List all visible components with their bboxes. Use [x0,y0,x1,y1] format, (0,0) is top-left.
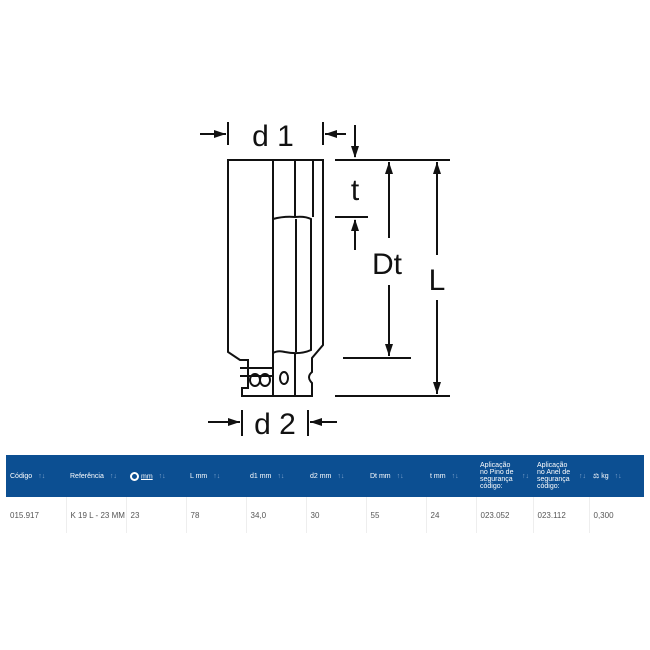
col-header-kg[interactable]: ⚖ kg↑↓ [593,472,622,480]
sort-arrows-icon[interactable]: ↑↓ [614,472,622,480]
col-header-dt[interactable]: Dt mm↑↓ [370,472,404,480]
cell-d2: 30 [306,497,367,533]
scale-icon: ⚖ [593,472,600,480]
cell-hex-mm: 23 [126,497,187,533]
col-header-d2[interactable]: d2 mm↑↓ [310,472,345,480]
cell-referencia: K 19 L - 23 MM [66,497,127,533]
col-header-d1[interactable]: d1 mm↑↓ [250,472,285,480]
table-header-row: Código↑↓ Referência↑↓ mm↑↓ L mm↑↓ d1 mm↑… [6,455,644,497]
col-header-pino[interactable]: Aplicação no Pino de segurança código:↑↓ [480,462,529,490]
cell-pino: 023.052 [476,497,534,533]
t-label: t [351,174,360,207]
l-label: L [429,264,446,297]
sort-arrows-icon[interactable]: ↑↓ [213,472,221,480]
col-header-codigo[interactable]: Código↑↓ [10,472,46,480]
socket-technical-drawing: d 1 d 2 t Dt L [200,120,450,441]
socket-body-outline [227,159,324,397]
col-header-anel[interactable]: Aplicação no Anel de segurança código:↑↓ [537,462,586,490]
cell-dt: 55 [366,497,427,533]
cell-kg: 0,300 [593,510,614,520]
col-header-l[interactable]: L mm↑↓ [190,472,221,480]
hexagon-icon [130,471,139,481]
cell-d1: 34,0 [246,497,307,533]
col-header-t[interactable]: t mm↑↓ [430,472,459,480]
sort-arrows-icon[interactable]: ↑↓ [579,472,586,480]
col-header-hex-mm[interactable]: mm↑↓ [126,455,186,497]
cell-codigo: 015.917 [6,497,67,533]
d1-label: d 1 [252,120,294,153]
sort-arrows-icon[interactable]: ↑↓ [451,472,459,480]
cell-t: 24 [426,497,477,533]
sort-arrows-icon[interactable]: ↑↓ [396,472,404,480]
dt-label: Dt [372,248,403,281]
sort-arrows-icon[interactable]: ↑↓ [109,472,117,480]
table-row: 015.917 K 19 L - 23 MM 23 78 34,0 30 55 … [6,497,644,533]
sort-arrows-icon[interactable]: ↑↓ [337,472,345,480]
d2-label: d 2 [254,408,296,441]
sort-arrows-icon[interactable]: ↑↓ [277,472,285,480]
cell-anel: 023.112 [533,497,590,533]
specs-table: Código↑↓ Referência↑↓ mm↑↓ L mm↑↓ d1 mm↑… [6,455,644,533]
sort-arrows-icon[interactable]: ↑↓ [158,472,166,480]
cell-l: 78 [186,497,247,533]
sort-arrows-icon[interactable]: ↑↓ [522,472,529,480]
sort-arrows-icon[interactable]: ↑↓ [38,472,46,480]
col-header-referencia[interactable]: Referência↑↓ [70,472,117,480]
